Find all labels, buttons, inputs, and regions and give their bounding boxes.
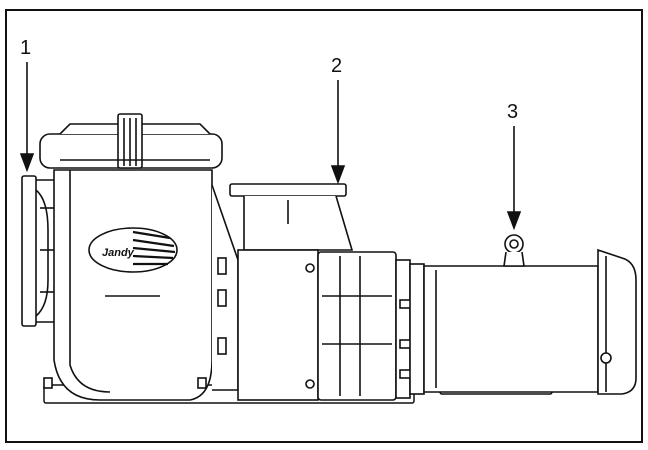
callout-arrow-2 — [330, 80, 346, 185]
callout-arrow-3 — [506, 126, 522, 231]
discharge-port — [229, 183, 354, 251]
callout-label-2: 2 — [331, 55, 343, 77]
callout-arrow-1 — [19, 62, 35, 173]
pump-logo-text: Jandy — [102, 247, 134, 259]
callout-label-1: 1 — [20, 37, 32, 59]
strainer-housing — [21, 113, 239, 401]
pump-volute — [237, 249, 423, 401]
diagram-frame — [5, 9, 643, 443]
pump-motor — [409, 234, 637, 395]
callout-label-3: 3 — [507, 101, 519, 123]
